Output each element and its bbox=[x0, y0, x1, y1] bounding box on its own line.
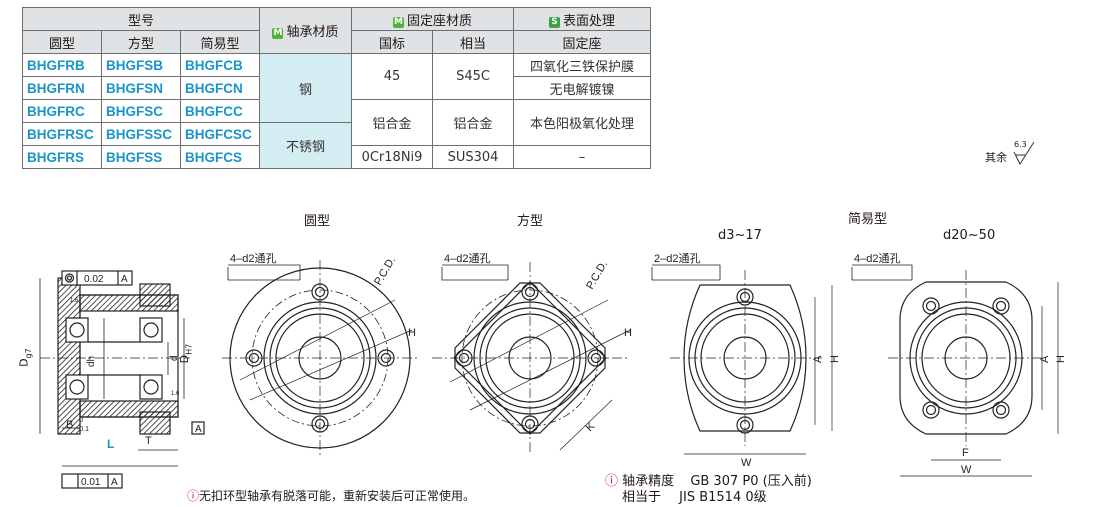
surface-label: 其余 bbox=[985, 151, 1007, 164]
round-holes: 4–d2通孔 bbox=[230, 252, 276, 265]
round-H: H bbox=[408, 327, 416, 339]
cell-simple: BHGFCB bbox=[180, 53, 260, 77]
ra-mark-top: 1.6 bbox=[70, 298, 79, 304]
simple-small-view bbox=[651, 264, 833, 455]
square-view bbox=[432, 262, 631, 454]
th-equiv: 相当 bbox=[432, 30, 514, 54]
datum-bot: A bbox=[111, 477, 118, 488]
simple-large-view bbox=[851, 264, 1059, 477]
dim-Dg7: Dg7 bbox=[17, 348, 33, 367]
cell-round: BHGFRB bbox=[22, 53, 102, 77]
datum-label: A bbox=[195, 424, 202, 435]
cell-s45c: S45C bbox=[432, 53, 514, 100]
surface-value: 6.3 bbox=[1014, 140, 1027, 149]
dim-dh: dh bbox=[86, 356, 97, 367]
precision-note: ⓘ 轴承精度 GB 307 P0 (压入前) bbox=[605, 474, 812, 489]
dim-B: B bbox=[66, 419, 73, 431]
tol-bot: 0.01 bbox=[81, 477, 101, 488]
cell-treat-2: 无电解镀镍 bbox=[513, 76, 651, 100]
cell-steel: 钢 bbox=[259, 53, 352, 123]
cell-simple: BHGFCC bbox=[180, 99, 260, 123]
simple-small-A: A bbox=[812, 355, 824, 363]
info-icon: ⓘ bbox=[605, 474, 619, 489]
dim-d: d bbox=[169, 355, 180, 361]
simple-small-H: H bbox=[829, 355, 841, 363]
side-section-view bbox=[39, 270, 205, 489]
th-seat: 固定座 bbox=[513, 30, 651, 54]
warning-icon: ⓘ bbox=[187, 489, 200, 503]
title-round: 圆型 bbox=[304, 214, 331, 229]
cell-round: BHGFRC bbox=[22, 99, 102, 123]
dim-L: L bbox=[107, 437, 114, 451]
cell-square: BHGFSB bbox=[101, 53, 181, 77]
warning-note: ⓘ无扣环型轴承有脱落可能，重新安装后可正常使用。 bbox=[187, 489, 476, 503]
simple-small-W: W bbox=[741, 457, 752, 469]
simple-large-A: A bbox=[1039, 355, 1051, 363]
title-simple: 简易型 bbox=[848, 212, 888, 227]
cell-square: BHGFSS bbox=[101, 145, 181, 169]
th-gb: 国标 bbox=[351, 30, 433, 54]
cell-al-2: 铝合金 bbox=[432, 99, 514, 146]
square-pcd: P.C.D. bbox=[584, 259, 610, 292]
th-square: 方型 bbox=[101, 30, 181, 54]
square-K: K bbox=[584, 420, 598, 434]
tol-top: 0.02 bbox=[84, 274, 104, 285]
datum-top: A bbox=[121, 274, 128, 285]
cell-square: BHGFSC bbox=[101, 99, 181, 123]
square-H: H bbox=[624, 327, 632, 339]
simple-small-holes: 2–d2通孔 bbox=[654, 252, 700, 265]
round-view bbox=[222, 260, 418, 456]
s-tag-icon: S bbox=[548, 16, 560, 28]
range-large: d20~50 bbox=[943, 228, 996, 243]
cell-round: BHGFRS bbox=[22, 145, 102, 169]
cell-sus: SUS304 bbox=[432, 145, 514, 169]
square-holes: 4–d2通孔 bbox=[444, 252, 490, 265]
cell-round: BHGFRN bbox=[22, 76, 102, 100]
dim-T: T bbox=[145, 435, 152, 447]
dim-B-up: 0 bbox=[79, 417, 83, 424]
title-square: 方型 bbox=[517, 214, 544, 229]
surface-finish-icon bbox=[1013, 141, 1035, 166]
simple-large-W: W bbox=[961, 464, 972, 476]
dim-B-low: -0.1 bbox=[77, 426, 89, 433]
cell-treat-3: 本色阳极氧化处理 bbox=[513, 99, 651, 146]
simple-large-holes: 4–d2通孔 bbox=[854, 252, 900, 265]
cell-al-1: 铝合金 bbox=[351, 99, 433, 146]
th-round: 圆型 bbox=[22, 30, 102, 54]
ra-mark-side: 1.6 bbox=[171, 391, 180, 397]
dim-DH7: DH7 bbox=[178, 343, 194, 364]
cell-square: BHGFSSC bbox=[101, 122, 181, 146]
cell-45: 45 bbox=[351, 53, 433, 100]
simple-large-F: F bbox=[962, 447, 969, 459]
m-tag-icon: M bbox=[272, 28, 284, 39]
cell-treat-4: – bbox=[513, 145, 651, 169]
cell-stainless: 不锈钢 bbox=[259, 122, 352, 169]
cell-simple: BHGFCS bbox=[180, 145, 260, 169]
m-tag-icon: M bbox=[392, 16, 404, 28]
simple-large-H: H bbox=[1055, 355, 1067, 363]
th-simple: 简易型 bbox=[180, 30, 260, 54]
th-model: 型号 bbox=[22, 7, 260, 31]
cell-cr: 0Cr18Ni9 bbox=[351, 145, 433, 169]
range-small: d3~17 bbox=[718, 228, 762, 243]
cell-treat-1: 四氧化三铁保护膜 bbox=[513, 53, 651, 77]
round-pcd: P.C.D. bbox=[372, 255, 398, 288]
equiv-note: 相当于 JIS B1514 0级 bbox=[622, 490, 767, 505]
